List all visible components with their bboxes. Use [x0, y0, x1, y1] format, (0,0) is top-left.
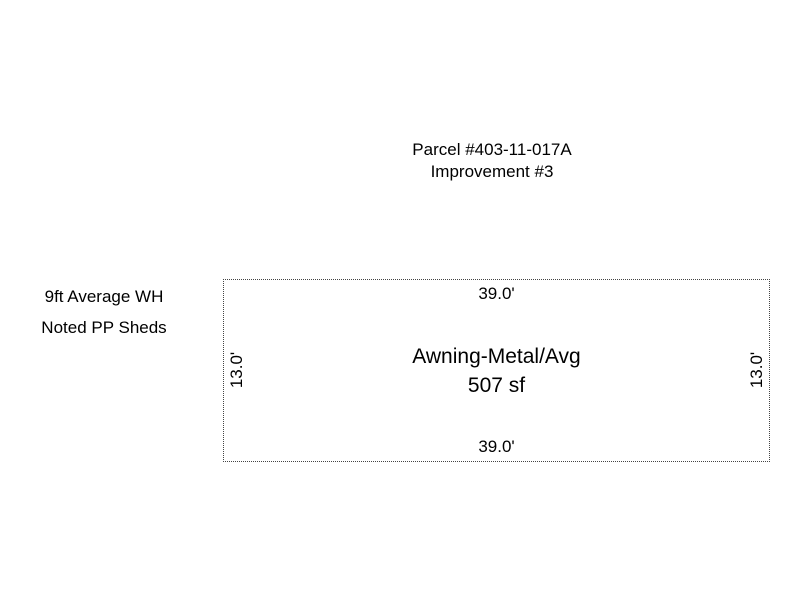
- improvement-number: Improvement #3: [430, 162, 554, 181]
- area-size: 507 sf: [467, 374, 526, 397]
- building-sketch-outline: 39.0' 39.0' 13.0' 13.0' Awning-Metal/Avg…: [223, 279, 770, 462]
- note-sheds: Noted PP Sheds: [41, 318, 167, 337]
- area-label: Awning-Metal/Avg 507 sf: [224, 342, 769, 400]
- dimension-bottom: 39.0': [478, 437, 515, 456]
- dimension-top: 39.0': [478, 284, 515, 303]
- parcel-number: Parcel #403-11-017A: [412, 140, 572, 159]
- parcel-header: Parcel #403-11-017A Improvement #3: [392, 139, 592, 183]
- note-wall-height: 9ft Average WH: [44, 287, 164, 306]
- area-type: Awning-Metal/Avg: [412, 345, 581, 368]
